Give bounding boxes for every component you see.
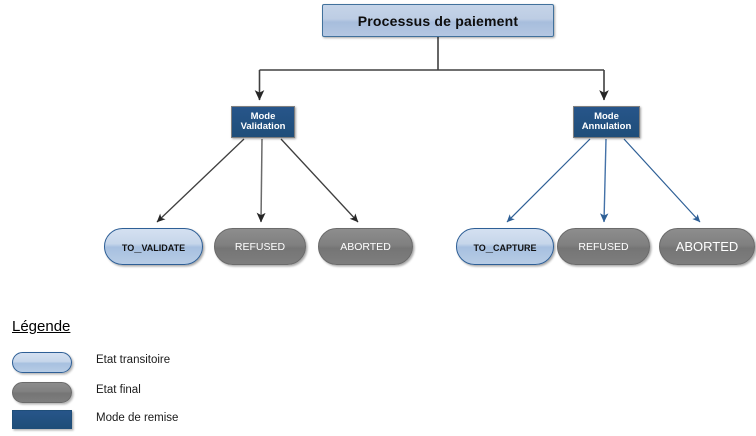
node-label: ABORTED xyxy=(340,240,391,253)
arrow-annulation-aborted xyxy=(623,138,701,223)
legend-item-label: Etat transitoire xyxy=(96,354,171,366)
legend-title: Légende xyxy=(12,318,71,335)
node-state-aborted-annulation[interactable]: ABORTED xyxy=(659,228,755,265)
legend: Légende Etat transitoire Etat final Mode… xyxy=(0,305,260,436)
node-processus-de-paiement[interactable]: Processus de paiement xyxy=(322,4,554,37)
node-state-to-capture[interactable]: To_capture xyxy=(456,228,554,265)
legend-item-label: Etat final xyxy=(96,384,141,396)
node-mode-annulation[interactable]: Mode Annulation xyxy=(573,106,640,138)
node-mode-validation[interactable]: Mode Validation xyxy=(231,106,295,138)
node-state-refused-validation[interactable]: REFUSED xyxy=(214,228,306,265)
legend-swatch-final-pill xyxy=(12,382,72,403)
connector-validation-group xyxy=(156,138,359,223)
node-label-line2: Validation xyxy=(240,121,286,132)
arrow-validation-refused xyxy=(256,138,266,223)
node-state-to-validate[interactable]: To_validate xyxy=(104,228,203,265)
node-label: Processus de paiement xyxy=(357,12,519,29)
node-state-aborted-validation[interactable]: ABORTED xyxy=(318,228,413,265)
arrow-annulation-refused xyxy=(600,138,609,223)
node-label-line1: Mode xyxy=(594,110,619,122)
node-label: To_capture xyxy=(473,239,537,254)
arrow-validation-aborted xyxy=(280,138,359,223)
legend-swatch-mode-rect xyxy=(12,410,72,429)
arrow-annulation-to-capture xyxy=(506,138,591,223)
connector-root-bus xyxy=(254,37,609,101)
node-state-refused-annulation[interactable]: REFUSED xyxy=(557,228,650,265)
node-label: REFUSED xyxy=(578,240,629,253)
node-label: ABORTED xyxy=(675,239,739,254)
arrow-validation-to-validate xyxy=(156,138,245,223)
node-label: REFUSED xyxy=(234,240,286,253)
node-label: To_validate xyxy=(121,239,186,254)
node-label-line1: Mode xyxy=(250,110,276,122)
legend-item-label: Mode de remise xyxy=(96,412,179,424)
legend-swatch-transient-pill xyxy=(12,352,72,373)
connector-annulation-group xyxy=(506,138,701,223)
node-label-line2: Annulation xyxy=(581,121,632,132)
